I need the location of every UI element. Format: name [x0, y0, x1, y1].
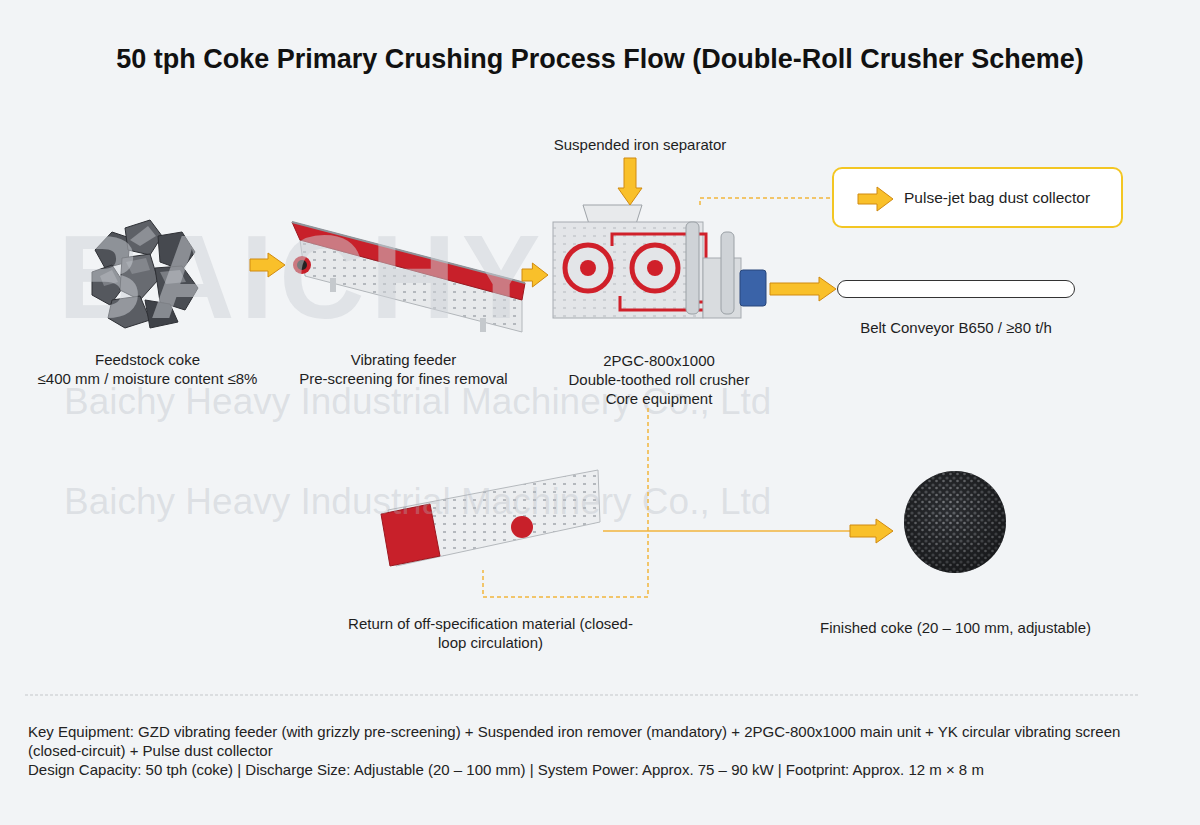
process-step: Vibrating feederPre-screening for fines … [285, 215, 522, 388]
process-box: Pulse-jet bag dust collector [832, 167, 1123, 228]
roll-end [632, 245, 678, 291]
footer-note: Design Capacity: 50 tph (coke) | Dischar… [28, 760, 1173, 779]
watermark: Baichy Heavy Industrial Machinery Co., L… [64, 480, 771, 524]
flow-connector [618, 158, 642, 205]
pile-shade [904, 471, 1006, 573]
block-arrow [522, 263, 548, 287]
roll-hub [647, 260, 663, 276]
process-step: Feedstock coke≤400 mm / moisture content… [45, 215, 250, 388]
block-arrow [850, 519, 893, 543]
crusher-frame [553, 222, 703, 318]
accumulator [721, 232, 734, 314]
watermark: BAICHY [58, 212, 546, 342]
crusher-hopper [583, 205, 642, 224]
flow-connector [483, 408, 648, 597]
screen-node: Return of off-specification material (cl… [378, 470, 603, 570]
crusher-frame-holes [553, 222, 703, 318]
conveyor-node: Belt Conveyor B650 / ≥80 t/h [836, 280, 1076, 338]
node-title: Feedstock coke [95, 350, 200, 369]
flow-connector [770, 277, 836, 301]
node-caption: Return of off-specification material (cl… [338, 614, 643, 652]
node-title: Belt Conveyor B650 / ≥80 t/h [860, 318, 1052, 337]
hydraulic-pipe [612, 234, 706, 302]
node-title: 2PGC-800x1000 [603, 351, 715, 370]
node-title: Vibrating feeder [351, 350, 457, 369]
core-equipment: 2PGC-800x1000Double-toothed roll crusher… [548, 205, 770, 408]
diagram-title: 50 tph Coke Primary Crushing Process Flo… [0, 44, 1200, 75]
roll-end [565, 245, 611, 291]
dashed-link [483, 408, 648, 597]
product-node: Finished coke (20 – 100 mm, adjustable) [893, 470, 1018, 575]
node-title: Return of off-specification material (cl… [338, 614, 643, 652]
flow-connector [603, 519, 893, 543]
node-detail: Double-toothed roll crusher [569, 370, 750, 389]
pile-base [904, 471, 1006, 573]
node-title: Suspended iron separator [554, 135, 727, 155]
drive-motor [740, 270, 766, 306]
dust-collector-icon [858, 187, 893, 211]
accumulator [686, 222, 699, 314]
flow-connector [250, 253, 285, 277]
pile-grains [904, 471, 1006, 573]
conveyor-belt [837, 280, 1075, 298]
equipment-callout: Suspended iron separator [545, 132, 735, 158]
block-arrow [250, 253, 285, 277]
roll-crusher [553, 205, 766, 318]
flow-connector [522, 263, 548, 287]
roll-hub [580, 260, 596, 276]
node-detail: ≤400 mm / moisture content ≤8% [38, 369, 258, 388]
product-pile [904, 471, 1006, 573]
flow-line [603, 530, 850, 531]
node-detail: Pre-screening for fines removal [299, 369, 507, 388]
dashed-link [700, 198, 832, 205]
side-housing [703, 258, 741, 318]
footer-note: Key Equipment: GZD vibrating feeder (wit… [28, 722, 1173, 760]
node-title: Finished coke (20 – 100 mm, adjustable) [783, 618, 1128, 637]
node-detail: Core equipment [606, 389, 713, 408]
footer-rule [25, 695, 1140, 696]
node-caption: Finished coke (20 – 100 mm, adjustable) [783, 618, 1128, 637]
block-arrow [770, 277, 836, 301]
block-arrow [618, 158, 642, 205]
node-title: Pulse-jet bag dust collector [904, 188, 1090, 208]
flow-connector [700, 198, 832, 205]
hydraulic-pipe [620, 296, 735, 310]
